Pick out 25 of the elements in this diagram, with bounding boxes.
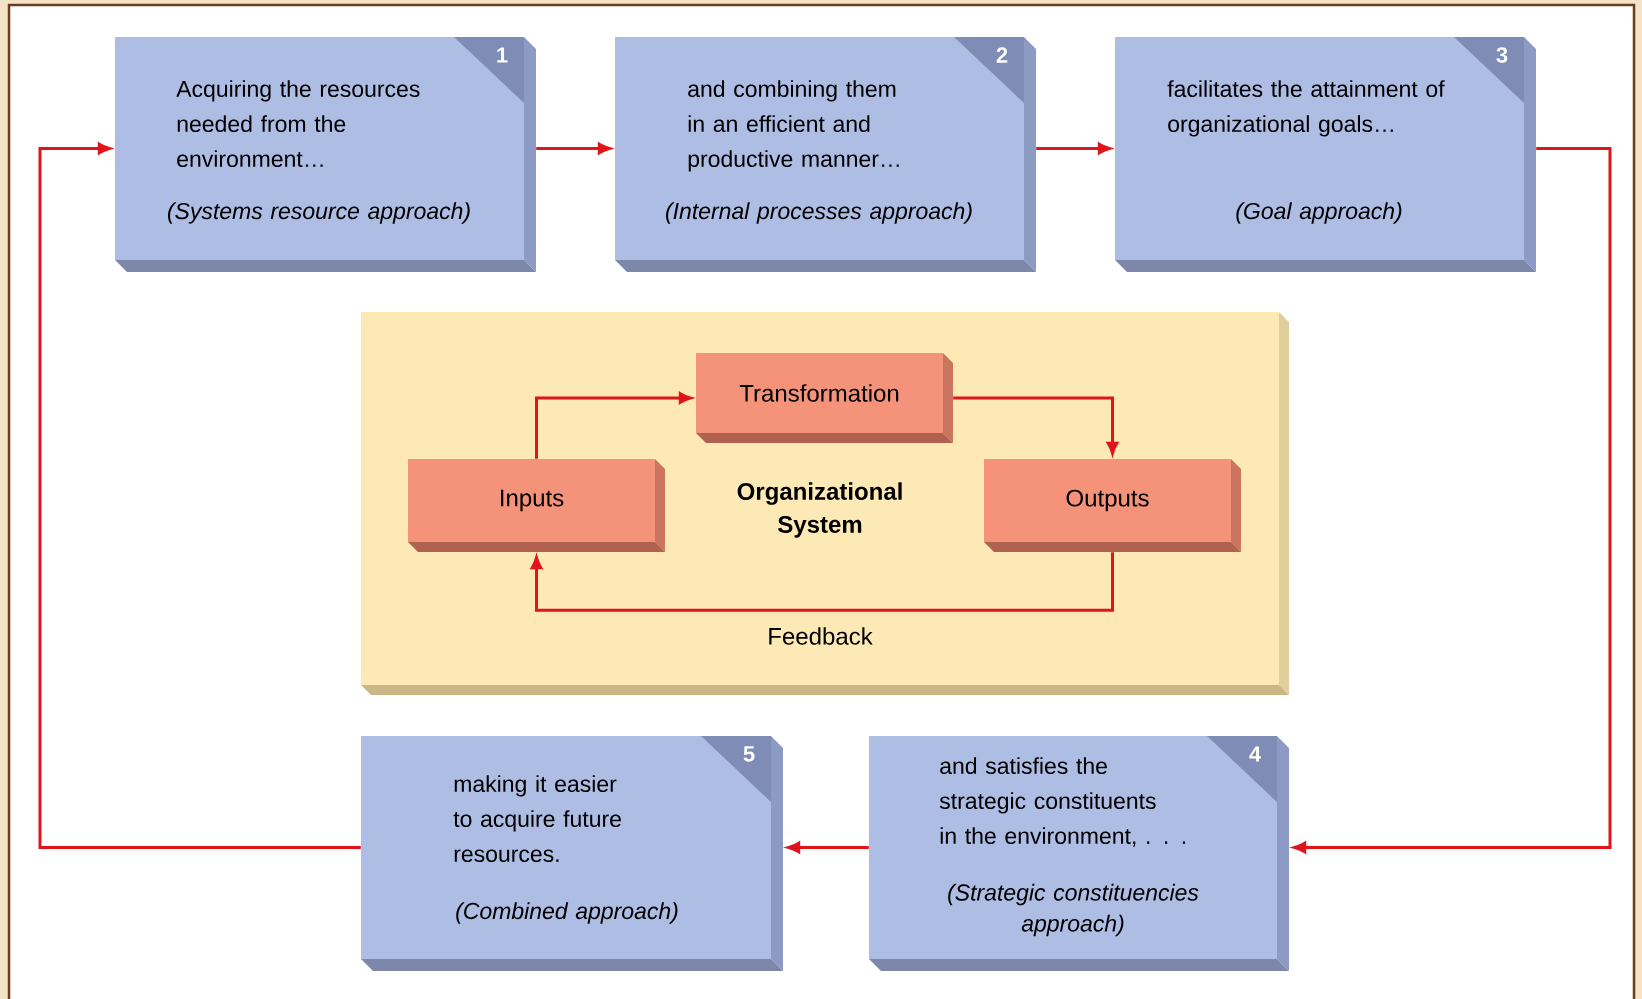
edge-label: Feedback [765,625,875,647]
process-box: Outputs [984,459,1241,552]
note-box [115,37,536,272]
description-text: making it easier to acquire future resources. [453,775,621,863]
arrow [38,142,361,849]
arrow [530,552,1114,612]
callout-number: 1 [497,47,508,63]
approach-label: (Systems resource approach) [168,202,470,224]
description-text: Acquiring the resources needed from the environment… [176,80,420,168]
note-box [361,736,783,971]
description-text: and combining them in an efficient and productive manner… [688,80,899,172]
callout-number: 2 [996,47,1008,63]
approach-label: (Strategic constituencies approach) [948,883,1199,937]
description-text: facilitates the attainment of organizational goals… [1167,80,1445,137]
note-box [869,736,1289,971]
callout-number: 3 [1496,47,1508,63]
callout-number: 5 [743,746,755,762]
description-text: and satisfies the strategic constituents in the environment, . . . [939,757,1186,847]
panel-title: Organizational System [737,482,902,538]
approach-label: (Internal processes approach) [666,202,972,224]
note-box [615,37,1036,272]
process-box: Transformation [696,353,953,443]
callout-number: 4 [1249,746,1261,762]
approach-label: (Combined approach) [456,902,678,924]
process-box: Inputs [408,459,665,552]
